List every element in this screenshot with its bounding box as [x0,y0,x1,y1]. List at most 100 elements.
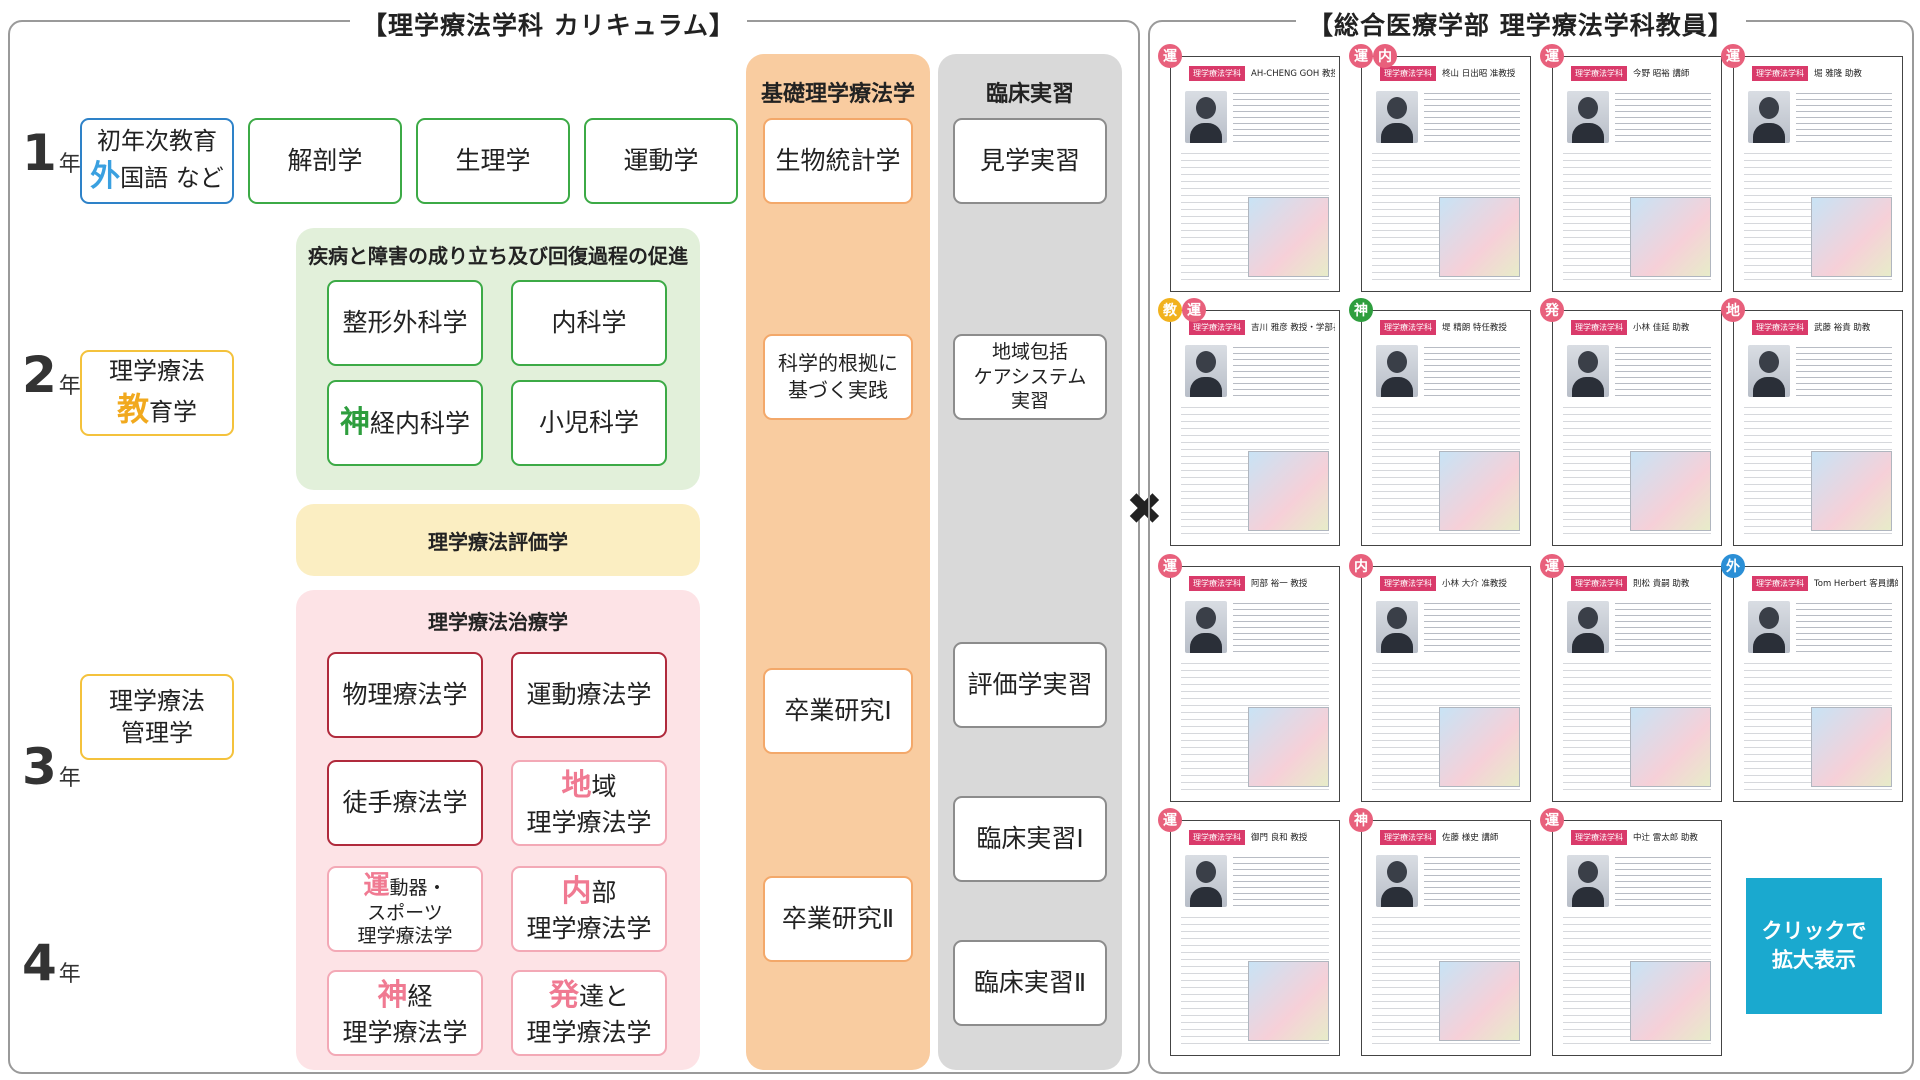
specialty-badge: 外 [1721,554,1745,578]
pt-education-box[interactable]: 理学療法 教育学 [80,350,234,436]
sports-pt-box[interactable]: 運動器・ スポーツ 理学療法学 [327,866,483,952]
evaluation-practicum-box[interactable]: 評価学実習 [953,642,1107,728]
community-care-practicum-box[interactable]: 地域包括 ケアシステム 実習 [953,334,1107,420]
graduation-research-1-box[interactable]: 卒業研究Ⅰ [763,668,913,754]
faculty-card[interactable]: 理学療法学科武藤 裕貴 助教 [1733,310,1903,546]
graduation-research-2-box[interactable]: 卒業研究Ⅱ [763,876,913,962]
internal-pt-box[interactable]: 内部 理学療法学 [511,866,667,952]
faculty-card[interactable]: 理学療法学科中辻 雷太郎 助教 [1552,820,1722,1056]
faculty-card[interactable]: 理学療法学科小林 佳延 助教 [1552,310,1722,546]
faculty-profile-text [1233,347,1329,397]
community-pt-box[interactable]: 地域 理学療法学 [511,760,667,846]
faculty-profile-text [1233,93,1329,143]
faculty-card-header: 理学療法学科小林 佳延 助教 [1571,317,1717,337]
faculty-name: 則松 貴嗣 助教 [1633,579,1690,589]
faculty-profile-text [1615,347,1711,397]
faculty-research-figure [1630,197,1711,277]
faculty-card-header: 理学療法学科佐藤 様史 講師 [1380,827,1526,847]
faculty-card[interactable]: 理学療法学科佐藤 様史 講師 [1361,820,1531,1056]
curriculum-title: 【理学療法学科 カリキュラム】 [350,6,747,42]
freshman-education-box[interactable]: 初年次教育 外国語 など [80,118,234,204]
faculty-dept-label: 理学療法学科 [1380,319,1436,335]
neuro-pt-box[interactable]: 神経 理学療法学 [327,970,483,1056]
specialty-badge: 教 [1158,298,1182,322]
pt-management-box[interactable]: 理学療法 管理学 [80,674,234,760]
exercise-therapy-box[interactable]: 運動療法学 [511,652,667,738]
faculty-photo [1376,91,1418,143]
faculty-dept-label: 理学療法学科 [1752,575,1808,591]
manual-therapy-box[interactable]: 徒手療法学 [327,760,483,846]
faculty-dept-label: 理学療法学科 [1380,575,1436,591]
faculty-photo [1748,345,1790,397]
faculty-profile-text [1615,603,1711,653]
developmental-pt-box[interactable]: 発達と 理学療法学 [511,970,667,1056]
faculty-dept-label: 理学療法学科 [1189,829,1245,845]
clinical-practicum-2-box[interactable]: 臨床実習Ⅱ [953,940,1107,1026]
anatomy-box[interactable]: 解剖学 [248,118,402,204]
clinical-practicum-1-box[interactable]: 臨床実習Ⅰ [953,796,1107,882]
faculty-card[interactable]: 理学療法学科則松 貴嗣 助教 [1552,566,1722,802]
faculty-profile-text [1615,857,1711,907]
faculty-photo [1185,345,1227,397]
treatment-panel-title: 理学療法治療学 [428,610,568,634]
faculty-research-figure [1248,451,1329,531]
faculty-research-figure [1630,961,1711,1041]
faculty-card[interactable]: 理学療法学科御門 良和 教授 [1170,820,1340,1056]
specialty-badge: 地 [1721,298,1745,322]
faculty-photo [1376,855,1418,907]
faculty-dept-label: 理学療法学科 [1189,575,1245,591]
faculty-research-figure [1439,197,1520,277]
faculty-card[interactable]: 理学療法学科吉川 雅彦 教授・学部長 [1170,310,1340,546]
faculty-card-header: 理学療法学科堀 雅隆 助教 [1752,63,1898,83]
observation-practicum-box[interactable]: 見学実習 [953,118,1107,204]
orthopedics-box[interactable]: 整形外科学 [327,280,483,366]
faculty-card[interactable]: 理学療法学科堤 精朗 特任教授 [1361,310,1531,546]
faculty-profile-text [1424,93,1520,143]
evaluation-panel: 理学療法評価学 [296,504,700,576]
faculty-photo [1567,91,1609,143]
faculty-name: 小林 大介 准教授 [1442,579,1507,589]
kinesiology-box[interactable]: 運動学 [584,118,738,204]
faculty-dept-label: 理学療法学科 [1189,65,1245,81]
specialty-badge: 内 [1349,554,1373,578]
faculty-research-figure [1439,451,1520,531]
faculty-photo [1748,601,1790,653]
faculty-dept-label: 理学療法学科 [1380,65,1436,81]
biostatistics-box[interactable]: 生物統計学 [763,118,913,204]
clinical-column: 臨床実習 [938,54,1122,1070]
faculty-profile-text [1615,93,1711,143]
faculty-research-figure [1630,451,1711,531]
faculty-profile-text [1424,347,1520,397]
faculty-card-header: 理学療法学科小林 大介 准教授 [1380,573,1526,593]
faculty-dept-label: 理学療法学科 [1380,829,1436,845]
faculty-card[interactable]: 理学療法学科柊山 日出昭 准教授 [1361,56,1531,292]
faculty-card-header: 理学療法学科武藤 裕貴 助教 [1752,317,1898,337]
faculty-card-header: 理学療法学科 Tom Herbert 客員講師 [1752,573,1898,593]
internal-medicine-box[interactable]: 内科学 [511,280,667,366]
faculty-card[interactable]: 理学療法学科阿部 裕一 教授 [1170,566,1340,802]
faculty-research-figure [1439,707,1520,787]
faculty-dept-label: 理学療法学科 [1571,829,1627,845]
faculty-card[interactable]: 理学療法学科 Tom Herbert 客員講師 [1733,566,1903,802]
physical-agents-box[interactable]: 物理療法学 [327,652,483,738]
physiology-box[interactable]: 生理学 [416,118,570,204]
evidence-based-practice-box[interactable]: 科学的根拠に 基づく実践 [763,334,913,420]
specialty-badge: 神 [1349,808,1373,832]
neurology-box[interactable]: 神経内科学 [327,380,483,466]
faculty-card[interactable]: 理学療法学科小林 大介 准教授 [1361,566,1531,802]
faculty-profile-text [1233,857,1329,907]
specialty-badge: 運 [1540,808,1564,832]
faculty-research-figure [1811,197,1892,277]
faculty-card[interactable]: 理学療法学科今野 昭裕 講師 [1552,56,1722,292]
faculty-card[interactable]: 理学療法学科堀 雅隆 助教 [1733,56,1903,292]
faculty-name: 武藤 裕貴 助教 [1814,323,1871,333]
faculty-card-header: 理学療法学科則松 貴嗣 助教 [1571,573,1717,593]
faculty-name: Tom Herbert 客員講師 [1814,579,1898,589]
faculty-photo [1748,91,1790,143]
faculty-research-figure [1811,451,1892,531]
zoom-button[interactable]: クリックで 拡大表示 [1746,878,1882,1014]
pediatrics-box[interactable]: 小児科学 [511,380,667,466]
